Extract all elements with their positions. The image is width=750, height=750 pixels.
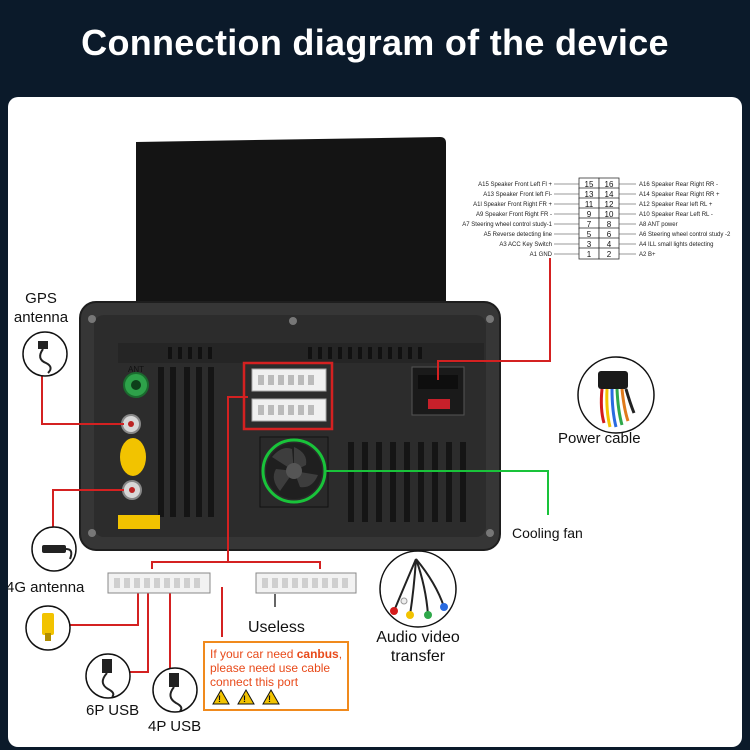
pin-label-a6: A6 Steering wheel control study -2 <box>639 232 731 238</box>
audio-video-label-line2: transfer <box>391 648 446 665</box>
usb-4p-label: 4P USB <box>148 718 201 735</box>
gps-label-line2: antenna <box>14 309 69 326</box>
top-vents <box>168 347 422 359</box>
gps-port <box>121 414 141 434</box>
green-fan-line <box>325 470 549 515</box>
pin-label-a8: A8 ANT power <box>639 222 678 228</box>
page-title: Connection diagram of the device <box>81 22 669 63</box>
pin-number: 7 <box>587 220 592 229</box>
usb-4p-icon <box>152 667 198 713</box>
audio-video-label-line1: Audio video <box>376 629 460 646</box>
pin-label-a13: A13 Speaker Front left Fl- <box>483 192 552 198</box>
pin-label-a3: A3 ACC Key Switch <box>499 242 552 248</box>
warning-line2: please need use cable <box>210 661 330 675</box>
audio-video-icon <box>379 550 457 628</box>
device-screen <box>136 137 446 305</box>
ant-port: ANT <box>123 365 149 398</box>
pin-number: 8 <box>607 220 612 229</box>
pin-label-a12: A12 Speaker Rear left RL + <box>639 202 713 208</box>
power-cable-label: Power cable <box>558 430 641 447</box>
pin-number: 4 <box>607 240 612 249</box>
usb-6p-label: 6P USB <box>86 702 139 719</box>
g4-antenna-icon <box>31 526 77 572</box>
useless-label: Useless <box>248 619 305 636</box>
pin-label-a15: A15 Speaker Front Left Fl + <box>478 182 552 188</box>
pin-label-a2: A2 B+ <box>639 252 656 258</box>
power-cable-icon <box>577 356 655 434</box>
pin-label-a4: A4 ILL small lights detecting <box>639 242 713 248</box>
pin-label-a11: A1l Speaker Front Right FR + <box>473 202 552 208</box>
ant-port-label: ANT <box>128 365 144 374</box>
pinout-diagram: A15 Speaker Front Left Fl + A13 Speaker … <box>462 177 731 260</box>
pin-number: 12 <box>605 200 614 209</box>
pin-label-a1: A1 GND <box>530 252 553 258</box>
pin-label-a5: A5 Reverse detecting line <box>484 232 553 238</box>
usb-canbus-connector <box>107 572 211 594</box>
yellow-label <box>118 515 160 529</box>
pin-number: 11 <box>585 200 594 209</box>
pin-label-a16: A16 Speaker Rear Right RR - <box>639 182 718 188</box>
pin-number: 6 <box>607 230 612 239</box>
pin-number: 9 <box>587 210 592 219</box>
pin-number: 10 <box>605 210 614 219</box>
canbus-warning-box: If your car need canbus, please need use… <box>203 641 349 711</box>
diagram-panel: ANT <box>8 97 742 747</box>
pin-number: 16 <box>605 180 614 189</box>
pin-label-a14: A14 Speaker Rear Right RR + <box>639 192 720 198</box>
svg-text:!: ! <box>218 694 221 704</box>
side-vents <box>158 367 466 522</box>
pin-number: 15 <box>585 180 594 189</box>
pin-label-a7: A7 Steering wheel control study-1 <box>462 222 552 228</box>
pin-number: 13 <box>585 190 594 199</box>
cooling-fan <box>259 436 329 508</box>
pin-label-a10: A10 Speaker Rear Left RL - <box>639 212 713 218</box>
warning-sticker <box>120 438 146 476</box>
rca-icon <box>25 605 71 651</box>
cooling-fan-label: Cooling fan <box>512 525 583 541</box>
pin-label-a9: A9 Speaker Front Right FR - <box>476 212 552 218</box>
connection-diagram: ANT <box>8 137 731 735</box>
warning-line1: If your car need canbus, <box>210 647 342 661</box>
svg-text:!: ! <box>243 694 246 704</box>
pin-number: 5 <box>587 230 592 239</box>
warning-line3: connect this port <box>210 675 299 689</box>
gps-label-line1: GPS <box>25 290 57 307</box>
pin-number: 3 <box>587 240 592 249</box>
warning-triangle-icon: ! ! ! <box>212 688 280 705</box>
g4-port <box>122 480 142 500</box>
g4-antenna-label: 4G antenna <box>8 579 85 596</box>
gps-antenna-icon <box>22 331 68 377</box>
pin-number: 2 <box>607 250 612 259</box>
svg-text:!: ! <box>268 694 271 704</box>
usb-6p-icon <box>85 653 131 699</box>
pin-number: 14 <box>605 190 614 199</box>
useless-connector <box>255 572 357 594</box>
red-connection-lines <box>41 258 551 673</box>
pin-number: 1 <box>587 250 592 259</box>
